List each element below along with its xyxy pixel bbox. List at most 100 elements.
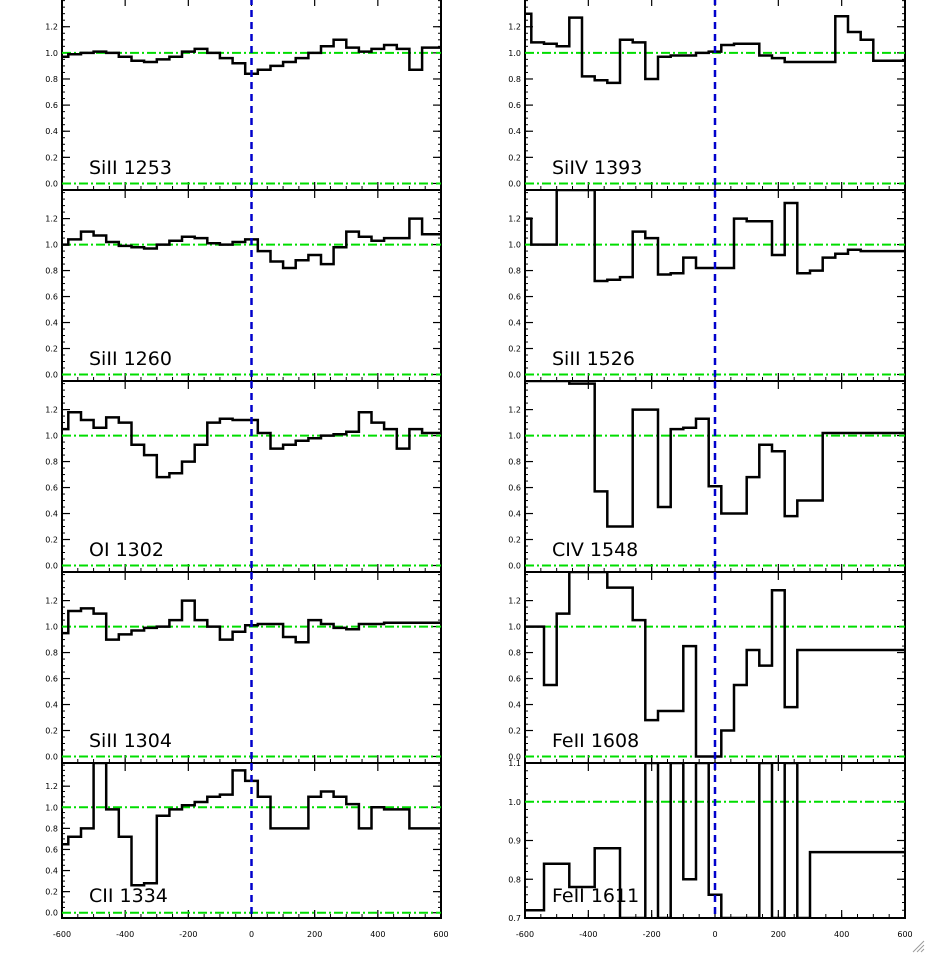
ion-label: SiIV 1393 xyxy=(552,157,642,179)
y-tick-label: 0.8 xyxy=(508,267,521,276)
y-tick-label: 0.8 xyxy=(508,458,521,467)
y-tick-label: 1.0 xyxy=(508,432,521,441)
y-tick-label: 0.6 xyxy=(45,845,58,854)
y-tick-label: 0.2 xyxy=(45,536,58,545)
y-tick-label: 0.8 xyxy=(45,649,58,658)
y-tick-label: 0.2 xyxy=(45,345,58,354)
spectrum-line xyxy=(525,190,905,283)
y-tick-label: 0.9 xyxy=(508,837,521,846)
y-tick-label: 1.0 xyxy=(508,241,521,250)
ion-label: SiII 1526 xyxy=(552,348,635,370)
ion-label: OI 1302 xyxy=(89,539,164,561)
x-tick-label: -400 xyxy=(116,930,134,939)
y-tick-label: 0.6 xyxy=(45,484,58,493)
x-tick-label: -200 xyxy=(643,930,661,939)
x-tick-label: 200 xyxy=(307,930,322,939)
y-tick-label: 0.0 xyxy=(508,753,521,762)
y-tick-label: 0.4 xyxy=(45,701,58,710)
y-tick-label: 1.1 xyxy=(508,759,521,768)
y-tick-label: 0.6 xyxy=(508,101,521,110)
y-tick-label: 0.6 xyxy=(45,101,58,110)
y-tick-label: 1.0 xyxy=(508,49,521,58)
y-tick-label: 0.2 xyxy=(508,345,521,354)
y-tick-label: 0.4 xyxy=(508,701,521,710)
spectrum-line xyxy=(525,763,905,918)
x-tick-label: 600 xyxy=(433,930,448,939)
y-tick-label: 0.2 xyxy=(45,727,58,736)
y-tick-label: 0.0 xyxy=(508,371,521,380)
ion-label: CII 1334 xyxy=(89,885,168,907)
spectrum-line xyxy=(62,763,441,887)
y-tick-label: 0.8 xyxy=(45,267,58,276)
resize-grip-icon[interactable] xyxy=(911,939,925,953)
y-tick-label: 1.2 xyxy=(45,406,58,415)
y-tick-label: 0.2 xyxy=(508,727,521,736)
y-tick-label: 0.8 xyxy=(508,875,521,884)
y-tick-label: 0.0 xyxy=(45,371,58,380)
y-tick-label: 0.0 xyxy=(45,909,58,918)
y-tick-label: 0.8 xyxy=(508,75,521,84)
y-tick-label: 0.4 xyxy=(508,319,521,328)
x-tick-label: 400 xyxy=(834,930,849,939)
y-tick-label: 1.0 xyxy=(508,798,521,807)
x-tick-label: -600 xyxy=(516,930,534,939)
y-tick-label: 0.4 xyxy=(45,319,58,328)
y-tick-label: 0.4 xyxy=(45,867,58,876)
y-tick-label: 0.8 xyxy=(508,649,521,658)
y-tick-label: 0.8 xyxy=(45,458,58,467)
spectrum-line xyxy=(525,381,905,528)
y-tick-label: 1.0 xyxy=(45,623,58,632)
y-tick-label: 1.2 xyxy=(45,23,58,32)
y-tick-label: 1.2 xyxy=(45,215,58,224)
y-tick-label: 1.2 xyxy=(45,597,58,606)
y-tick-label: 0.7 xyxy=(508,914,521,923)
y-tick-label: 0.6 xyxy=(45,675,58,684)
spectrum-line xyxy=(525,12,905,85)
y-tick-label: 0.0 xyxy=(45,753,58,762)
y-tick-label: 0.4 xyxy=(508,510,521,519)
y-tick-label: 0.6 xyxy=(508,484,521,493)
y-tick-label: 1.0 xyxy=(45,49,58,58)
ion-label: SiII 1253 xyxy=(89,157,172,179)
spectrum-panel: 0.00.20.40.60.81.01.2OI 1302 xyxy=(45,380,442,573)
spectrum-line xyxy=(62,217,441,270)
x-tick-label: 400 xyxy=(370,930,385,939)
x-tick-label: 200 xyxy=(771,930,786,939)
y-tick-label: 1.2 xyxy=(508,597,521,606)
y-tick-label: 1.0 xyxy=(45,432,58,441)
ion-label: FeII 1611 xyxy=(552,885,639,907)
y-tick-label: 1.2 xyxy=(508,406,521,415)
y-tick-label: 0.6 xyxy=(508,675,521,684)
y-tick-label: 1.2 xyxy=(508,23,521,32)
y-tick-label: 0.4 xyxy=(45,510,58,519)
y-tick-label: 0.0 xyxy=(508,562,521,571)
y-tick-label: 0.2 xyxy=(508,153,521,162)
ion-label: CIV 1548 xyxy=(552,539,638,561)
x-tick-label: 0 xyxy=(712,930,717,939)
ion-label: SiII 1304 xyxy=(89,730,172,752)
y-tick-label: 0.4 xyxy=(508,127,521,136)
y-tick-label: 0.8 xyxy=(45,75,58,84)
y-tick-label: 1.0 xyxy=(45,803,58,812)
ion-label: SiII 1260 xyxy=(89,348,172,370)
x-tick-label: -400 xyxy=(579,930,597,939)
y-tick-label: 0.0 xyxy=(508,179,521,188)
y-tick-label: 0.8 xyxy=(45,824,58,833)
y-tick-label: 1.0 xyxy=(508,623,521,632)
y-tick-label: 0.2 xyxy=(45,888,58,897)
y-tick-label: 0.2 xyxy=(508,536,521,545)
x-tick-label: 0 xyxy=(249,930,254,939)
ion-label: FeII 1608 xyxy=(552,730,639,752)
spectrum-line xyxy=(525,572,905,758)
y-tick-label: 0.2 xyxy=(45,153,58,162)
